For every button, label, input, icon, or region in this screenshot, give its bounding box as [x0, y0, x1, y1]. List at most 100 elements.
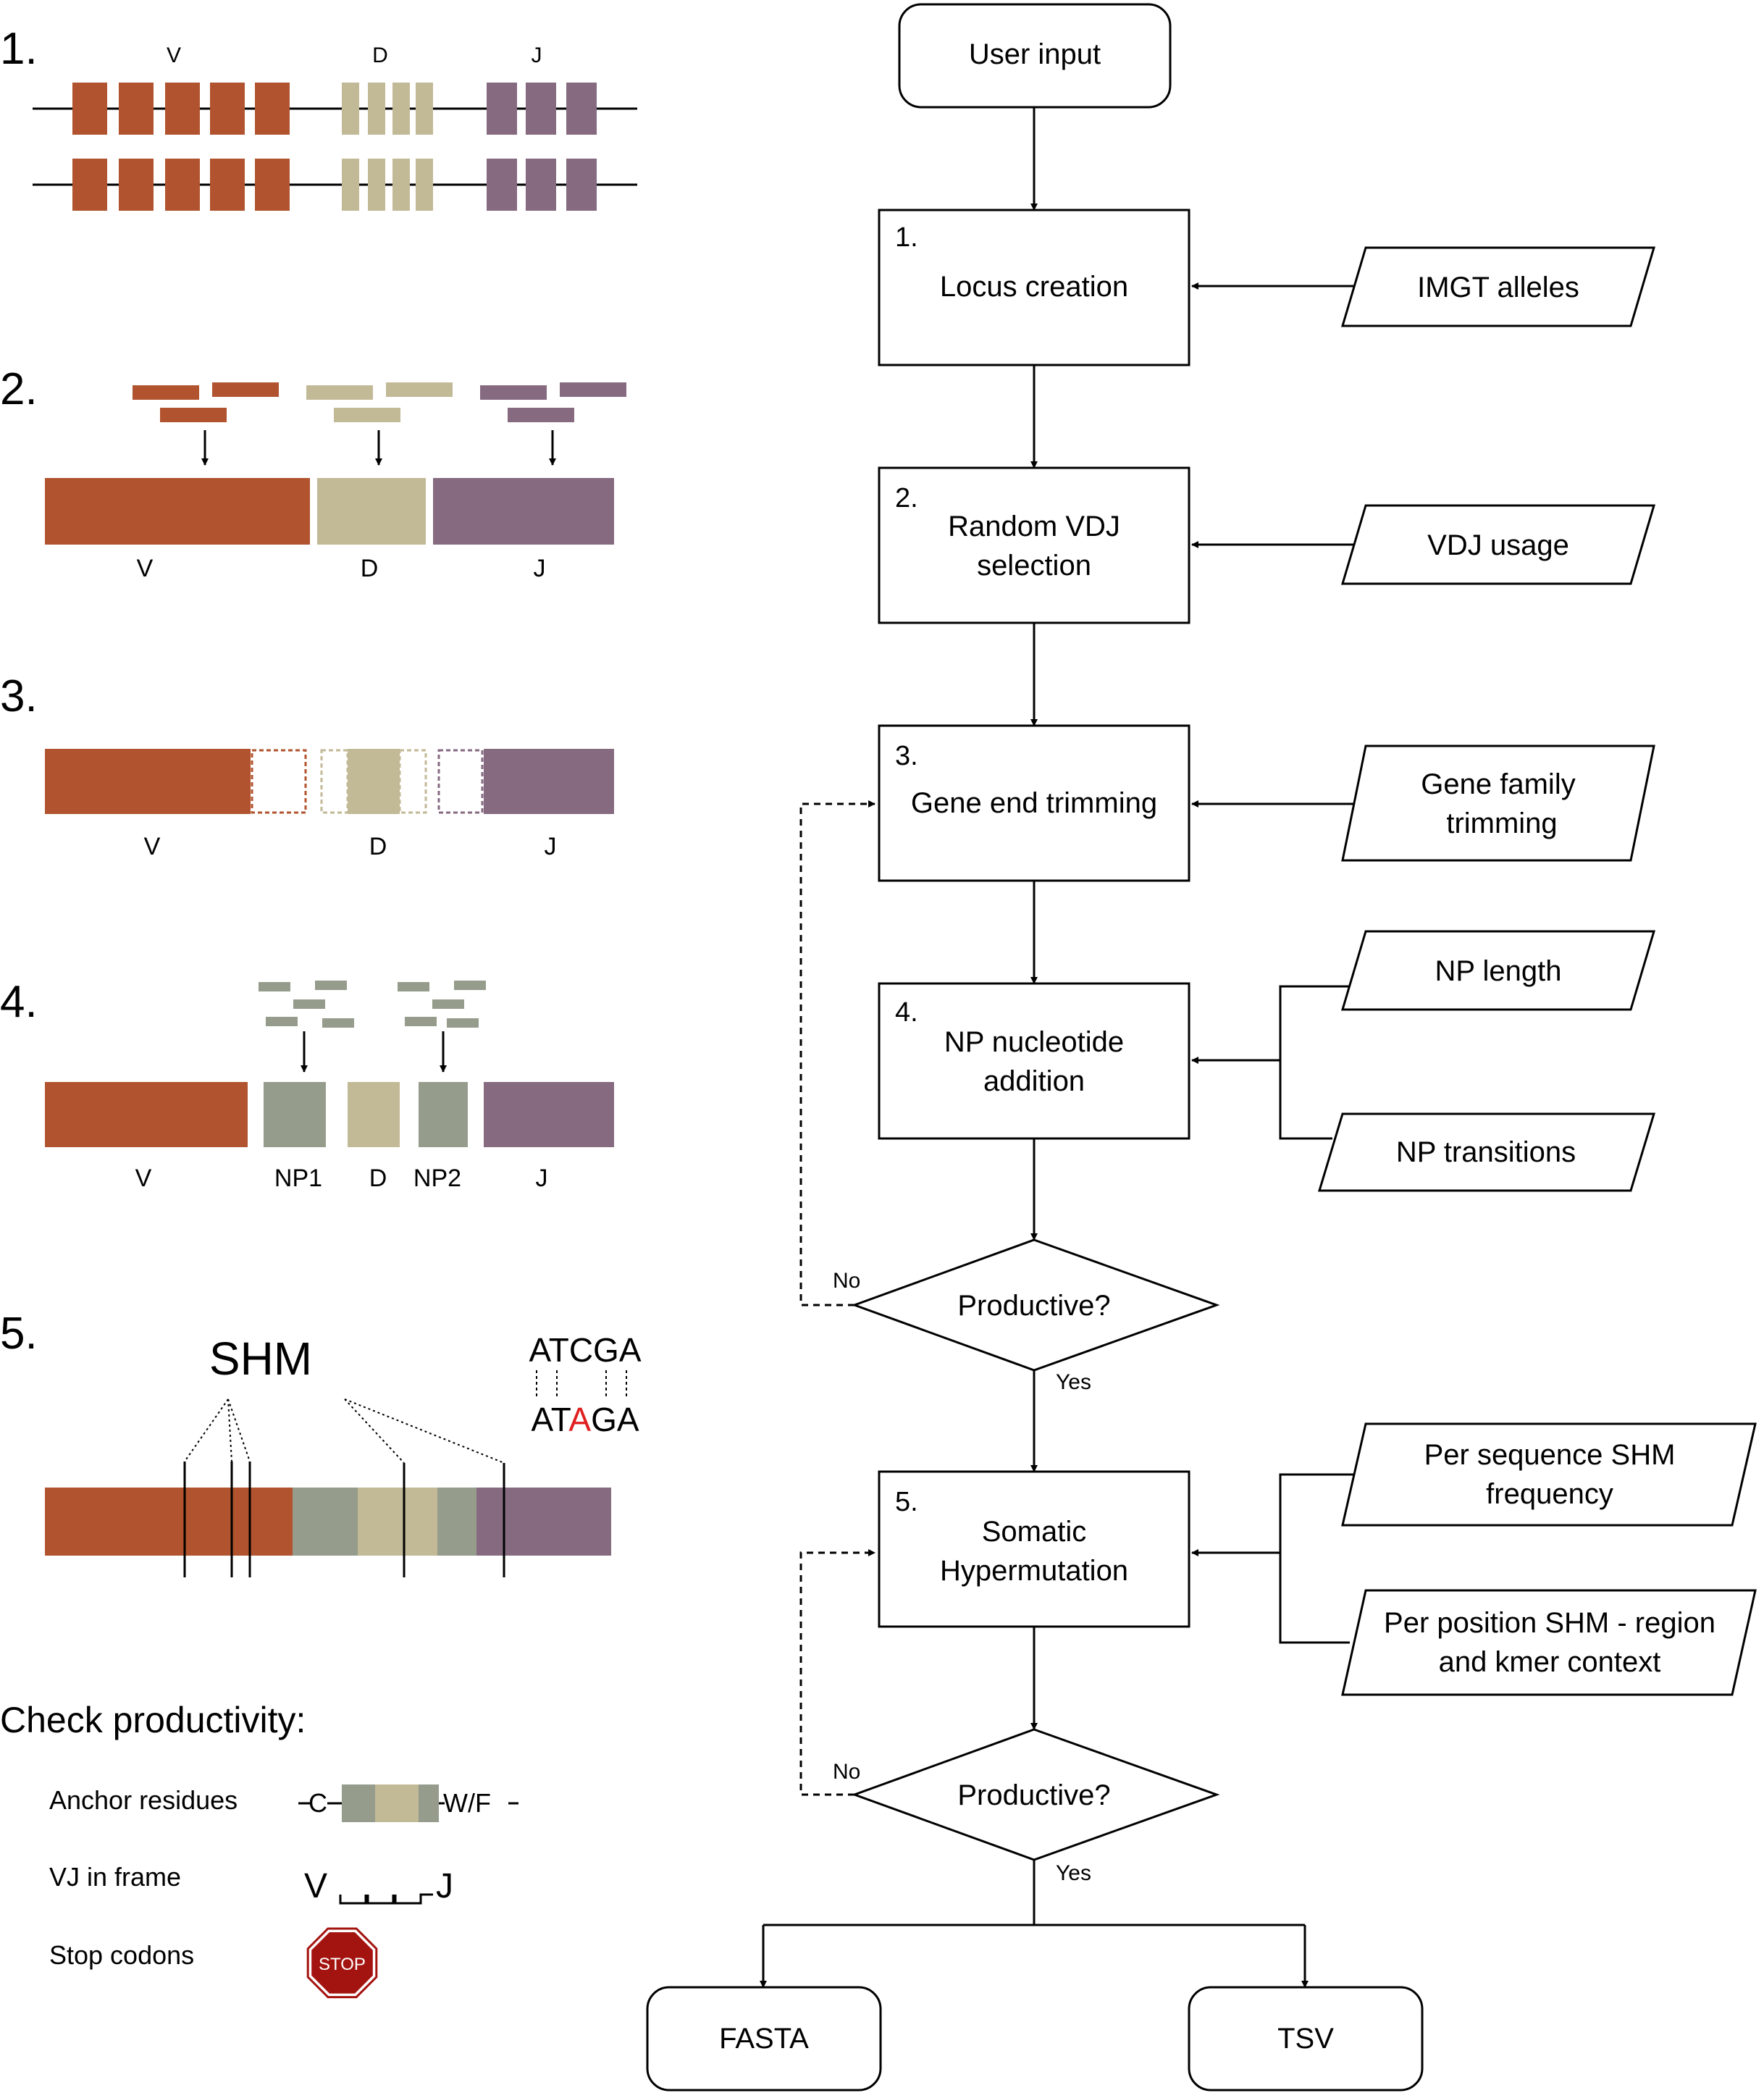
tsv-output-node: TSV: [1188, 1986, 1424, 2092]
anchor-residues-label: Anchor residues: [49, 1785, 238, 1815]
productivity-title: Check productivity:: [0, 1700, 306, 1740]
shm-frequency-line1: Per sequence SHM: [1424, 1439, 1676, 1471]
step-4-v-label: V: [135, 1165, 152, 1192]
step-3-number: 3.: [0, 671, 38, 721]
user-input-node: User input: [898, 3, 1172, 109]
anchor-wf: W/F: [443, 1788, 491, 1818]
step-4-j-label: J: [536, 1165, 548, 1192]
somatic-hypermutation-line2: Hypermutation: [940, 1555, 1128, 1587]
mutated-np2-segment: [437, 1488, 476, 1556]
np-length-label: NP length: [1435, 955, 1562, 987]
np-nucleotide: [259, 982, 290, 991]
d-gene-segment: [368, 159, 385, 211]
v-gene-segment: [165, 83, 200, 135]
j-gene-segment: [566, 83, 597, 135]
j-gene-segment: [566, 159, 597, 211]
user-input-label: User input: [969, 38, 1101, 70]
mutated-v-segment: [45, 1488, 293, 1556]
fasta-label: FASTA: [719, 2023, 809, 2055]
np-addition-line1: NP nucleotide: [944, 1026, 1124, 1058]
j-gene-segment: [526, 83, 556, 135]
left-step-4: 4. V NP1 D NP2 J: [0, 977, 614, 1192]
step-1-d-label: D: [372, 43, 388, 67]
trimmed-j-segment: [484, 749, 614, 814]
frame-v: V: [304, 1867, 327, 1905]
flow-step-3-number: 3.: [895, 741, 918, 771]
np-transitions-label: NP transitions: [1396, 1136, 1576, 1168]
shm-position-input: Per position SHM - region and kmer conte…: [1341, 1589, 1757, 1696]
step-3-v-label: V: [144, 833, 161, 860]
d-gene-segment: [392, 83, 410, 135]
svg-text:STOP: STOP: [319, 1955, 366, 1974]
step-1-j-label: J: [532, 43, 542, 67]
check-productivity: Check productivity: Anchor residues C W/…: [0, 1700, 518, 1999]
locus-row-2: [33, 159, 637, 211]
flow-connectors: [760, 107, 1357, 1988]
j-allele-option: [480, 385, 547, 400]
step-1-v-label: V: [167, 43, 181, 67]
decision-1-no: No: [833, 1269, 860, 1293]
np-nucleotide: [405, 1017, 437, 1026]
d-allele-option: [386, 382, 453, 397]
decision-2-yes: Yes: [1056, 1861, 1091, 1885]
v-gene-segment: [119, 159, 154, 211]
d-segment: [348, 1082, 400, 1147]
j-segment: [484, 1082, 614, 1147]
flow-step-1-number: 1.: [895, 222, 918, 253]
np1-segment: [264, 1082, 326, 1147]
sequence-original: ATCGA: [529, 1331, 641, 1369]
v-allele-option: [160, 408, 227, 422]
v-gene-segment: [255, 159, 290, 211]
vdj-usage-input: VDJ usage: [1340, 504, 1656, 585]
j-trimmed-region: [437, 749, 484, 814]
anchor-np-block: [419, 1784, 439, 1822]
d-allele-option: [306, 385, 373, 400]
productive-decision-1: Productive? No Yes: [833, 1238, 1220, 1394]
np-nucleotide: [447, 1018, 479, 1028]
d-trimmed-region-right: [398, 749, 427, 814]
d-gene-segment: [342, 159, 359, 211]
step-2-j-label: J: [534, 555, 546, 582]
decision-1-yes: Yes: [1056, 1370, 1091, 1394]
mutated-base: A: [568, 1401, 591, 1438]
codon-brackets: [339, 1893, 433, 1905]
random-vdj-selection-box: 2. Random VDJ selection: [878, 466, 1190, 624]
d-trimmed-region-left: [320, 749, 349, 814]
np2-segment: [419, 1082, 468, 1147]
tsv-label: TSV: [1277, 2023, 1334, 2055]
np-nucleotide: [398, 982, 429, 991]
np-nucleotide-addition-box: 4. NP nucleotide addition: [878, 982, 1190, 1140]
shm-label: SHM: [209, 1333, 312, 1385]
fasta-output-node: FASTA: [646, 1986, 882, 2092]
step-2-d-label: D: [361, 555, 379, 582]
v-gene-segment: [210, 83, 245, 135]
j-gene-segment: [487, 159, 517, 211]
gene-end-trimming-label: Gene end trimming: [911, 787, 1157, 819]
mutation-markers: [183, 1461, 505, 1577]
v-gene-segment: [165, 159, 200, 211]
step-4-np1-label: NP1: [274, 1165, 322, 1192]
step-2-number: 2.: [0, 364, 38, 414]
stop-codons-label: Stop codons: [49, 1940, 194, 1970]
sequence-alignment-marks: [536, 1370, 627, 1399]
np-nucleotide: [432, 999, 464, 1009]
random-vdj-line1: Random VDJ: [948, 511, 1120, 542]
v-segment: [45, 1082, 248, 1147]
frame-j: J: [436, 1867, 453, 1905]
locus-creation-box: 1. Locus creation: [878, 209, 1190, 366]
somatic-hypermutation-box: 5. Somatic Hypermutation: [878, 1470, 1190, 1628]
step-4-np2-label: NP2: [413, 1165, 461, 1192]
v-allele-option: [133, 385, 199, 400]
anchor-c: C: [308, 1788, 327, 1818]
gene-family-trimming-line2: trimming: [1446, 808, 1557, 839]
step-5-number: 5.: [0, 1309, 38, 1359]
somatic-hypermutation-line1: Somatic: [982, 1516, 1087, 1548]
productive-decision-1-label: Productive?: [957, 1290, 1110, 1322]
j-gene-segment: [487, 83, 517, 135]
mutated-np1-segment: [293, 1488, 358, 1556]
selected-j-segment: [433, 478, 614, 545]
j-gene-segment: [526, 159, 556, 211]
selected-v-segment: [45, 478, 310, 545]
mutated-j-segment: [476, 1488, 611, 1556]
step-3-j-label: J: [545, 833, 557, 860]
